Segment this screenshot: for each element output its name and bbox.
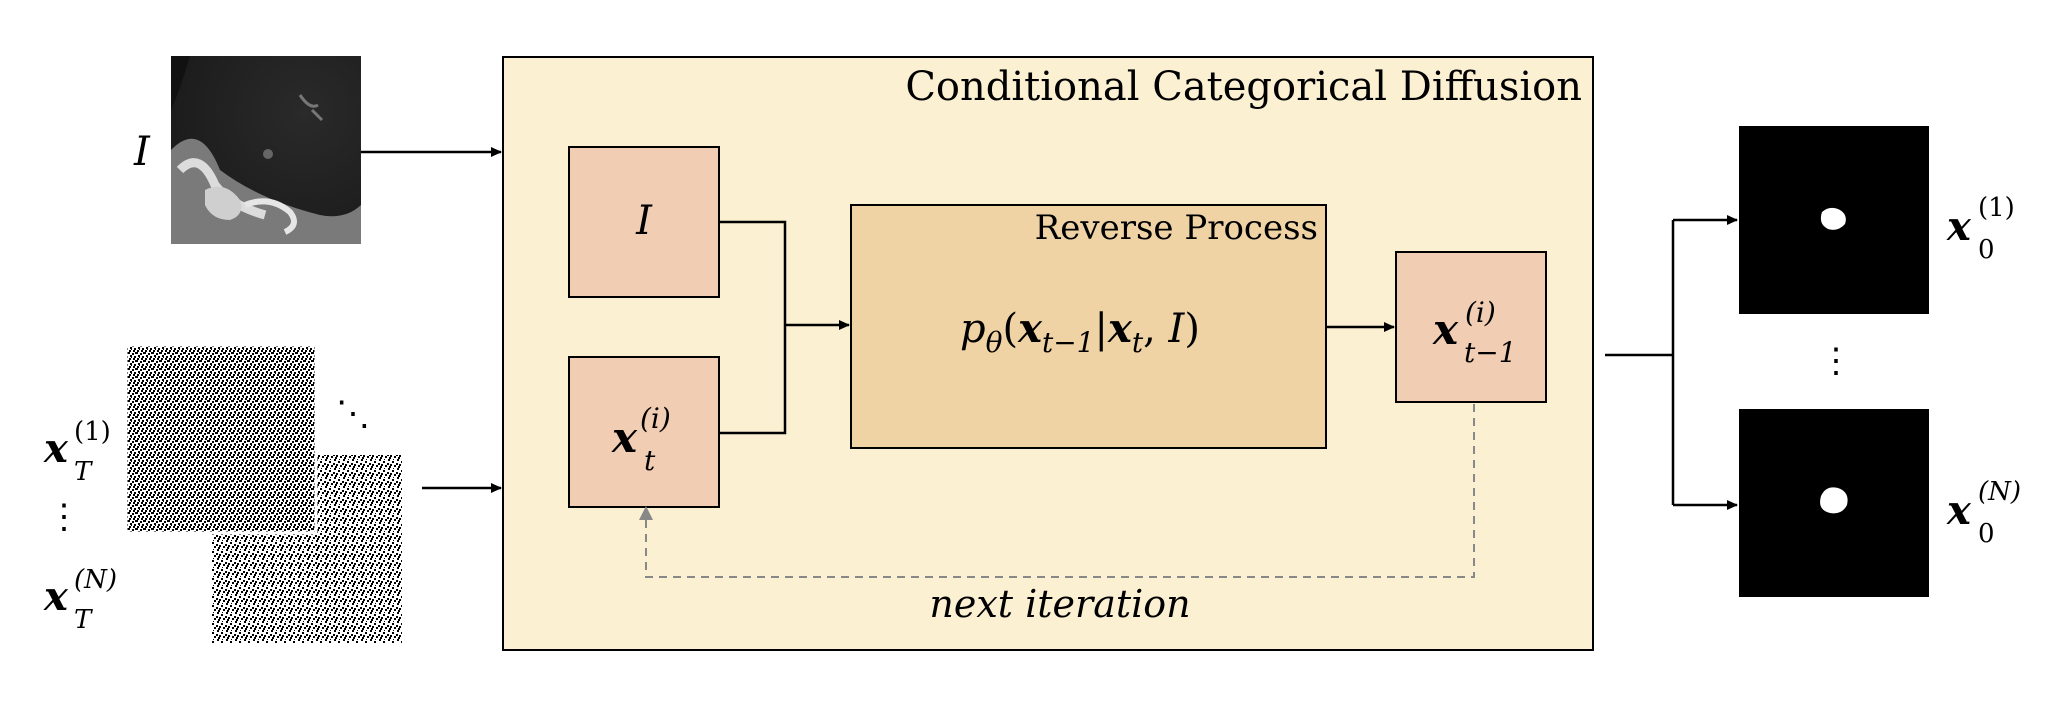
output-ellipsis-vertical: ⋮	[1819, 341, 1853, 381]
xt1-box-label: x t−1 (i)	[1432, 296, 1517, 369]
svg-text:x: x	[1946, 487, 1972, 534]
connector-xt	[719, 325, 787, 435]
panel-title: Conditional Categorical Diffusion	[905, 64, 1582, 110]
connector-condition	[719, 220, 787, 325]
svg-text:(1): (1)	[74, 417, 111, 447]
svg-text:t−1: t−1	[1464, 336, 1517, 369]
next-iteration-label: next iteration	[929, 582, 1190, 626]
next-iteration-arrowhead	[639, 506, 653, 520]
condition-box	[568, 146, 720, 298]
svg-text:x: x	[43, 425, 69, 472]
svg-text:(i): (i)	[1465, 296, 1496, 329]
noise-image	[124, 343, 402, 643]
xt-box-label: x t (i)	[611, 402, 671, 477]
output-n-label: x 0 (N)	[1946, 477, 2021, 549]
svg-text:(1): (1)	[1978, 193, 2015, 223]
svg-text:0: 0	[1978, 235, 1995, 265]
model-expression: pθ(xt−1|xt, I)	[960, 305, 1200, 359]
noise-input-n-label: x T (N)	[43, 565, 117, 635]
reverse-process-box	[850, 204, 1327, 449]
svg-text:t: t	[644, 444, 656, 477]
output-1-label: x 0 (1)	[1946, 193, 2015, 265]
svg-text:x: x	[1946, 203, 1972, 250]
svg-text:0: 0	[1978, 519, 1995, 549]
xt1-box	[1395, 251, 1547, 403]
svg-text:x: x	[611, 413, 638, 462]
svg-text:x: x	[43, 573, 69, 620]
next-iteration-loop	[645, 404, 1475, 578]
input-image-symbol: I	[133, 129, 151, 175]
svg-text:(N): (N)	[74, 565, 117, 595]
svg-text:T: T	[74, 605, 93, 635]
ct-scan-image	[171, 56, 361, 244]
noise-ellipsis-diagonal: ⋱	[336, 394, 370, 434]
svg-text:(N): (N)	[1978, 477, 2021, 507]
svg-text:T: T	[74, 457, 93, 487]
svg-text:(i): (i)	[640, 402, 671, 435]
segmentation-mask-image	[1739, 126, 1929, 314]
noise-input-1-label: x T (1)	[43, 417, 111, 487]
noise-ellipsis-vertical: ⋮	[47, 497, 81, 537]
reverse-process-label: Reverse Process	[1035, 208, 1318, 248]
svg-text:x: x	[1432, 305, 1459, 354]
segmentation-mask-image	[1739, 409, 1929, 597]
condition-box-symbol: I	[635, 198, 653, 244]
